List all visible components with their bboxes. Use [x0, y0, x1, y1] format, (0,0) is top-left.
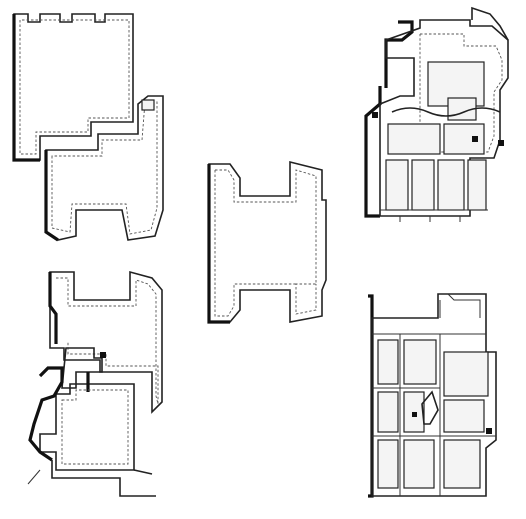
stepped-sash-profile	[12, 13, 164, 242]
h-mullion-profile	[207, 160, 327, 324]
frame-with-sill-profile	[27, 270, 163, 497]
multi-chamber-window-section	[364, 6, 509, 222]
multi-chamber-frame-profile	[368, 293, 497, 498]
